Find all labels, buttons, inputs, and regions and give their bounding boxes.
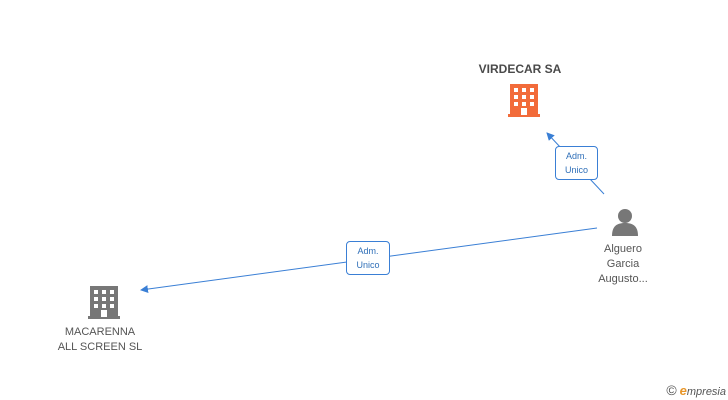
brand-initial: e — [679, 382, 687, 398]
person-label[interactable]: Alguero Garcia Augusto... — [583, 242, 663, 287]
macarenna-label[interactable]: MACARENNA ALL SCREEN SL — [40, 325, 160, 355]
empresia-logo: © empresia — [666, 382, 726, 398]
edge-label-macarenna: Adm. Unico — [346, 241, 390, 275]
person-name-line2: Garcia — [606, 258, 640, 270]
person-name-line3: Augusto... — [598, 273, 648, 285]
macarenna-name-line1: MACARENNA — [64, 326, 136, 338]
macarenna-building-icon[interactable] — [88, 286, 120, 319]
virdecar-name: VIRDECAR SA — [478, 62, 562, 76]
macarenna-name-line2: ALL SCREEN SL — [57, 341, 143, 353]
person-icon[interactable] — [612, 209, 638, 236]
person-name-line1: Alguero — [604, 243, 642, 255]
brand-name: mpresia — [686, 385, 726, 398]
edge-label-virdecar: Adm. Unico — [555, 146, 598, 180]
virdecar-label[interactable]: VIRDECAR SA — [470, 62, 570, 77]
copyright-symbol: © — [666, 382, 677, 398]
virdecar-building-icon[interactable] — [508, 84, 540, 117]
